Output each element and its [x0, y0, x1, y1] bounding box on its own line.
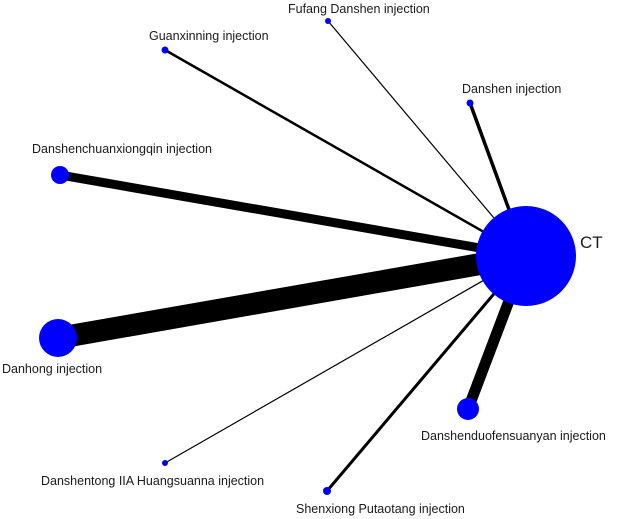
- node-dst[interactable]: [162, 460, 168, 466]
- label-danshen: Danshen injection: [462, 82, 561, 96]
- label-fufang: Fufang Danshen injection: [288, 2, 430, 16]
- edges: [56, 20, 532, 492]
- node-ct[interactable]: [476, 206, 576, 306]
- edge-sxpt-ct: [325, 255, 528, 492]
- node-dscxq[interactable]: [51, 166, 69, 184]
- node-danshen[interactable]: [466, 99, 474, 107]
- node-fufang[interactable]: [325, 18, 331, 24]
- edge-dst-ct: [164, 255, 527, 464]
- node-danhong[interactable]: [39, 319, 77, 357]
- edge-danhong-ct: [56, 245, 528, 349]
- label-guanxinning: Guanxinning injection: [149, 29, 269, 43]
- label-danhong: Danhong injection: [2, 362, 102, 376]
- label-dst: Danshentong IIA Huangsuanna injection: [41, 474, 264, 488]
- edge-guanxinning-ct: [164, 48, 527, 258]
- label-sxpt: Shenxiong Putaotang injection: [296, 502, 465, 516]
- labels: Fufang Danshen injection Guanxinning inj…: [2, 2, 606, 516]
- label-dsdfsy: Danshenduofensuanyan injection: [421, 429, 606, 443]
- nodes: [39, 18, 576, 495]
- node-sxpt[interactable]: [323, 487, 331, 495]
- label-dscxq: Danshenchuanxiongqin injection: [32, 142, 212, 156]
- node-dsdfsy[interactable]: [457, 398, 479, 420]
- label-ct: CT: [580, 233, 603, 252]
- edge-dscxq-ct: [59, 170, 527, 261]
- node-guanxinning[interactable]: [161, 46, 169, 54]
- edge-fufang-ct: [327, 20, 527, 257]
